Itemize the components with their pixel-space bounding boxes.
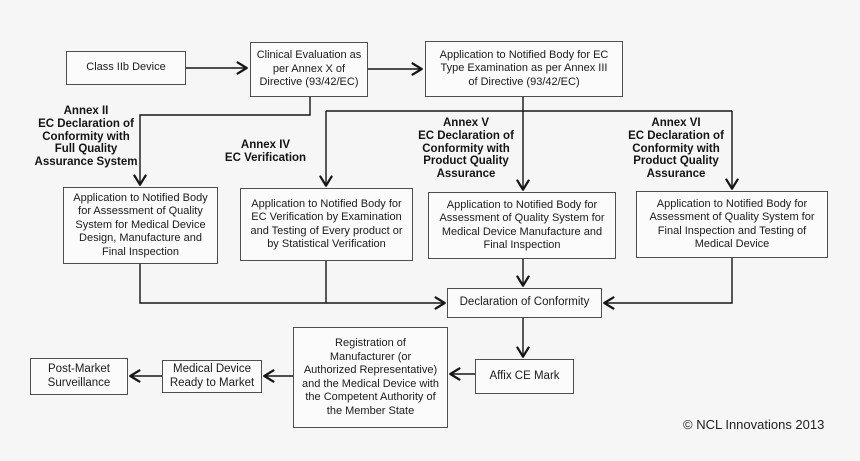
node-application-annex-ii: Application to Notified Body for Assessm… — [63, 187, 218, 264]
node-application-annex-iv: Application to Notified Body for EC Veri… — [240, 188, 413, 261]
copyright-text: © NCL Innovations 2013 — [683, 417, 825, 432]
node-post-market-surveillance: Post-Market Surveillance — [30, 358, 128, 395]
node-application-annex-v: Application to Notified Body for Assessm… — [428, 192, 616, 259]
label-annex-iv: Annex IV EC Verification — [224, 139, 307, 164]
node-clinical-evaluation: Clinical Evaluation as per Annex X of Di… — [250, 42, 368, 97]
node-class-iib-device: Class IIb Device — [66, 51, 186, 85]
node-declaration-of-conformity: Declaration of Conformity — [447, 288, 602, 318]
edge-app2-to-declaration — [139, 264, 446, 310]
node-ec-type-examination: Application to Notified Body for EC Type… — [425, 41, 623, 97]
node-medical-device-ready-to-market: Medical Device Ready to Market — [162, 360, 262, 393]
node-application-annex-vi: Application to Notified Body for Assessm… — [636, 191, 828, 258]
node-registration-competent-authority: Registration of Manufacturer (or Authori… — [293, 327, 448, 428]
node-affix-ce-mark: Affix CE Mark — [475, 359, 574, 394]
label-annex-ii: Annex II EC Declaration of Conformity wi… — [34, 105, 138, 169]
label-annex-v: Annex V EC Declaration of Conformity wit… — [418, 117, 514, 181]
label-annex-vi: Annex VI EC Declaration of Conformity wi… — [628, 117, 724, 181]
edge-app6-to-declaration — [603, 258, 733, 310]
